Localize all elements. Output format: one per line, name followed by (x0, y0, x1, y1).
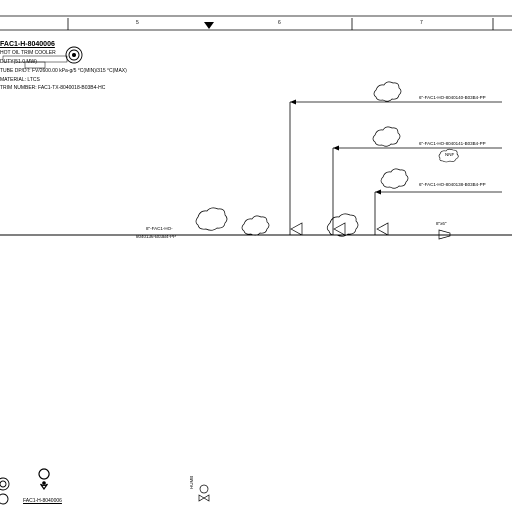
nnf-cloud-icon (438, 148, 459, 163)
revision-cloud-icon (372, 126, 401, 147)
cooler-symbol-dot (72, 53, 76, 57)
equipment-material: MATERIAL: LTCS (0, 77, 40, 83)
check-valve-icon[interactable] (333, 222, 346, 236)
nnf-note: NNF (445, 152, 455, 157)
cooler-symbol-icon[interactable] (65, 46, 83, 64)
equipment-tube-dp-dt: TUBE DP/DT: FV/2600.00 kPa-g/5 °C(MIN)/3… (0, 68, 127, 74)
equipment-name: HOT OIL TRIM COOLER (0, 50, 56, 56)
grid-column-label: 6 (278, 20, 281, 26)
location-pin-icon[interactable] (38, 468, 50, 491)
reducer-icon[interactable] (438, 229, 451, 240)
cooler-symbol-inner (68, 49, 80, 61)
bottom-valve-label: HUMB (189, 475, 194, 489)
bottom-equipment-inner (0, 480, 7, 488)
flow-arrow-icon (333, 145, 339, 151)
check-valve-icon[interactable] (290, 222, 303, 236)
bottom-tag-reference[interactable]: FAC1-H-8040006 (23, 498, 62, 504)
revision-cloud-icon (241, 215, 270, 236)
equipment-duty: DUTY(51.0 MW) (0, 59, 37, 65)
revision-cloud-icon (326, 213, 359, 237)
center-marker-icon (204, 22, 214, 29)
main-line-label-2[interactable]: 8040136-B03B4-PP (136, 234, 177, 239)
line-label-low[interactable]: 6"-FAC1-HO-8040138-B03B4-PP (419, 182, 486, 187)
revision-cloud-icon (373, 81, 402, 102)
equipment-tag[interactable]: FAC1-H-8040006 (0, 41, 55, 48)
flow-arrow-icon (375, 189, 381, 195)
line-label-top[interactable]: 6"-FAC1-HO-8040140-B03B4-PP (419, 95, 486, 100)
line-label-mid[interactable]: 6"-FAC1-HO-8040141-B03B4-PP (419, 141, 486, 146)
valve-actuator-icon[interactable] (199, 484, 209, 494)
revision-cloud-icon (380, 168, 409, 189)
equipment-trim-number: TRIM NUMBER: FAC1-TX-8040018-B03B4-HC (0, 85, 106, 91)
check-valve-icon[interactable] (376, 222, 389, 236)
reducer-label: 8"x6" (436, 221, 447, 226)
duty-box (24, 61, 46, 69)
grid-column-label: 5 (136, 20, 139, 26)
grid-column-label: 7 (420, 20, 423, 26)
flow-arrow-icon (290, 99, 296, 105)
location-pin-dot (42, 481, 46, 485)
gate-valve-icon[interactable] (198, 494, 210, 502)
main-line-label[interactable]: 8"-FAC1-HO- (146, 226, 173, 231)
revision-cloud-icon (195, 207, 228, 231)
bottom-equipment-icon-2[interactable] (0, 493, 9, 505)
bottom-equipment-icon[interactable] (0, 477, 10, 491)
